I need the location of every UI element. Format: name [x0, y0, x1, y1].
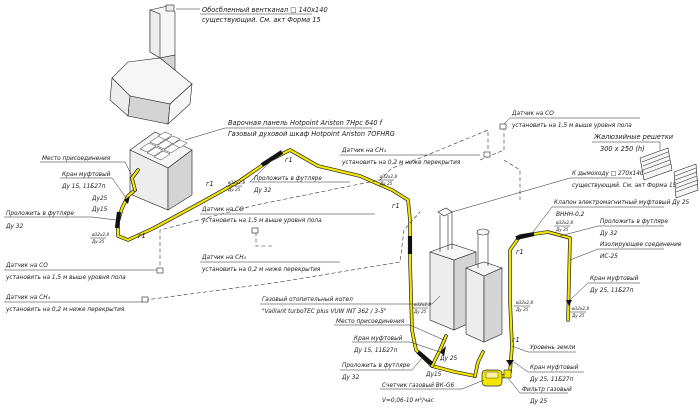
pipe-note: ø32х2,8 — [571, 306, 589, 311]
dn25-label: Ду25 — [91, 196, 108, 202]
pipe-note: ø32х2,8 — [227, 180, 245, 185]
solenoid-label: Клапон электромагнитный муфтовый Ду 25 — [554, 200, 690, 206]
vent-grilles — [639, 147, 699, 199]
pipe-note: Ду 25 — [227, 187, 241, 192]
pipe-note: Ду 25 — [413, 309, 427, 314]
valve-spec: Ду 25, 11Б27п — [529, 377, 574, 383]
sleeve-spec: Ду 32 — [253, 188, 271, 194]
pipe-note: Ду 25 — [571, 313, 585, 318]
callouts: Варочная панель Hotpoint Ariston 7Hpc 64… — [4, 111, 690, 405]
slope-mark: г1 — [512, 336, 520, 344]
slope-mark: г1 — [138, 232, 146, 240]
valve-label: Кран муфтовый — [62, 172, 111, 178]
pipe-note: Ду 25 — [555, 227, 569, 232]
meter-label: Счетчик газовый ВК-G6 — [382, 383, 454, 389]
pipe-note: Ду 25 — [379, 181, 393, 186]
sleeve-spec: Ду 32 — [599, 231, 617, 237]
sensor-ch4-mid — [251, 227, 259, 234]
meter-capacity: V=0,06-10 м³/час — [382, 397, 435, 404]
chimney-note: существующий. См. акт Форма 15 — [572, 183, 677, 189]
vent-duct-note: существующий. См. акт Форма 15 — [202, 16, 321, 24]
sensor-co-top — [499, 123, 507, 130]
sensor-co-label: Датчик на CO — [201, 207, 244, 213]
sensor-co-left — [156, 267, 164, 274]
slope-mark: г1 — [392, 202, 400, 210]
insulating-label: Изолирующее соединение — [600, 242, 682, 248]
grilles-label: Жалюзийные решетки — [593, 133, 674, 141]
ground-level-label: Уровень земли — [530, 345, 576, 351]
vent-duct-label: Обосбленный вентканал □ 140х140 — [202, 6, 328, 14]
valves — [124, 196, 572, 366]
insulating-spec: ИС-25 — [600, 254, 618, 260]
sensor-ch4-label: Датчик на CH₄ — [5, 295, 51, 301]
pipe-spec-notes: ø32х2,8 Ду 25 ø32х2,8 Ду 25 ø32х2,8 Ду 2… — [90, 174, 589, 318]
sensor-ch4-note: установить на 0,2 м ниже перекрытия — [341, 160, 461, 166]
sensor-ch4-label: Датчик на CH₄ — [341, 148, 387, 154]
cooktop-label: Варочная панель Hotpoint Ariston 7Hpc 64… — [228, 119, 384, 127]
pipe-note: Ду 25 — [515, 307, 529, 312]
valve-label: Кран муфтовый — [530, 365, 579, 371]
gas-pipeline — [116, 148, 572, 380]
slope-mark: г1 — [516, 248, 524, 256]
sensor-ch4-note: установить на 0,2 м ниже перекрытия — [201, 267, 321, 273]
pipe-note: ø32х2,8 — [515, 300, 533, 305]
oven-label: Газовый духовой шкаф Hotpoint Ariston 7O… — [228, 130, 395, 138]
sensor-ch4-top — [483, 151, 491, 158]
grilles-size: 300 х 250 (h) — [600, 145, 645, 153]
dn25-label: Ду 25 — [439, 356, 457, 362]
sensor-co-note: установить на 1,5 м выше уровня пола — [5, 275, 126, 281]
connect-place-label: Место присоединения — [42, 156, 111, 162]
pipe-sleeves — [114, 150, 535, 366]
gas-stove — [129, 131, 193, 211]
valve-spec: Ду 15, 11Б27п — [61, 184, 106, 190]
sleeve-label: Проложить в футляре — [600, 219, 668, 225]
sensor-ch4-left — [141, 296, 149, 303]
sleeve-spec: Ду 32 — [5, 224, 23, 230]
slope-marks: г1 г1 г1 г1 г1 г1 — [138, 156, 524, 344]
water-heater — [465, 228, 503, 343]
gas-meter — [481, 369, 503, 387]
sleeve-label: Проложить в футляре — [342, 363, 410, 369]
dn15-label: Ду15 — [425, 372, 442, 378]
sensor-co-label: Датчик на CO — [5, 263, 48, 269]
pipe-note: Ду 25 — [91, 239, 105, 244]
valve-label: Кран муфтовый — [354, 336, 403, 342]
vnn-label: ВННН-0,2 — [556, 212, 585, 218]
sleeve-label: Проложить в футляре — [254, 176, 322, 182]
slope-mark: г1 — [206, 180, 214, 188]
slope-mark: г1 — [285, 156, 293, 164]
sensors — [141, 123, 507, 303]
valve-spec: Ду 25, 11Б27п — [589, 288, 634, 294]
connect-place-label: Место присоединения — [336, 319, 405, 325]
filter-spec: Ду 25 — [529, 399, 547, 405]
gas-filter — [503, 369, 512, 379]
sleeve-spec: Ду 32 — [341, 375, 359, 381]
sensor-ch4-label: Датчик на CH₄ — [201, 255, 247, 261]
dn15-label: Ду15 — [91, 207, 108, 213]
filter-label: Фильтр газовый — [522, 387, 572, 393]
sensor-co-note: установить на 1,5 м выше уровня пола — [511, 123, 632, 129]
chimney-label: К дымоходу □ 270х140 — [572, 171, 644, 177]
boiler-model: "Vaillant turboTEC plus VUW INT 362 / 3-… — [262, 309, 387, 315]
valve-spec: Ду 15, 11Б27п — [353, 348, 398, 354]
vent-duct-callout: Обосбленный вентканал □ 140х140 существу… — [176, 6, 328, 24]
boiler-label: Газовый отопительный котел — [262, 297, 353, 303]
pipe-note: ø32х2,8 — [555, 220, 573, 225]
sensor-co-label: Датчик на CO — [511, 111, 554, 117]
sensor-co-note: установить на 1,5 м выше уровня пола — [201, 218, 322, 224]
sensor-ch4-note: установить на 0,2 м ниже перекрытия — [5, 307, 125, 313]
pipe-note: ø32х2,8 — [91, 232, 109, 237]
sleeve-label: Проложить в футляре — [6, 211, 74, 217]
pipe-note: ø32х2,8 — [413, 302, 431, 307]
valve-label: Кран муфтовый — [590, 276, 639, 282]
vent-duct — [109, 4, 193, 125]
pipe-note: ø32х2,8 — [379, 174, 397, 179]
